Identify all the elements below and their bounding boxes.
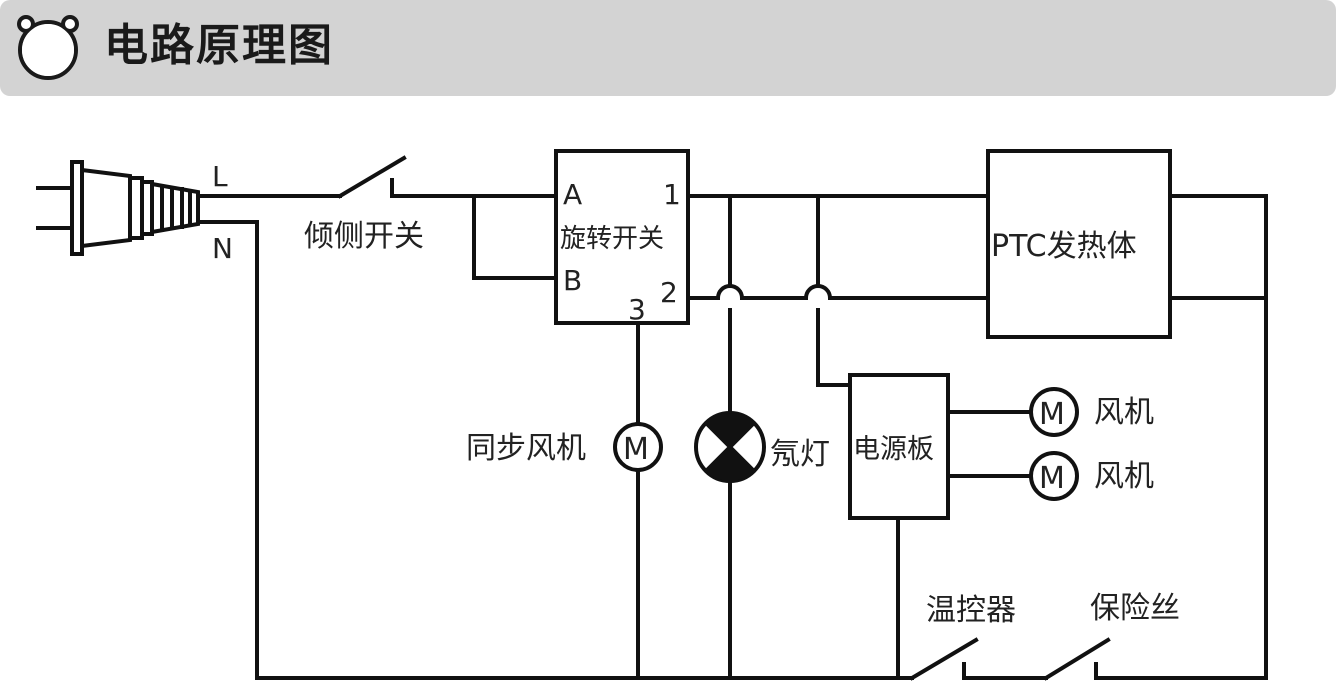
neon-lamp-label: 氖灯 [770,437,830,472]
fan-1-label: 风机 [1094,395,1154,430]
rotary-switch-box [554,149,690,325]
title-bar: 电路原理图 [0,0,1336,96]
sync-fan-motor-letter: M [623,432,649,467]
thermostat-label: 温控器 [926,593,1016,628]
fan-2-motor-letter: M [1039,461,1065,496]
live-terminal-label: L [212,160,228,193]
ptc-heater-label: PTC发热体 [991,229,1137,264]
power-plug-icon [36,160,200,256]
fan-1-motor-letter: M [1039,397,1065,432]
sync-fan-motor-icon [613,422,663,472]
sync-fan-label: 同步风机 [466,431,586,466]
rotary-port-a: A [563,178,582,211]
bear-head-icon [17,15,79,80]
tilt-switch-blade [337,155,407,199]
power-board-label: 电源板 [853,434,934,465]
rotary-port-2: 2 [660,276,678,309]
rotary-port-1: 1 [663,178,681,211]
fan-2-label: 风机 [1094,459,1154,494]
neon-lamp-icon [694,411,766,483]
rotary-switch-label: 旋转开关 [560,224,664,254]
fuse-label: 保险丝 [1090,591,1180,626]
fan-1-motor-icon [1029,387,1079,437]
rotary-port-b: B [563,264,582,297]
neutral-terminal-label: N [212,232,233,265]
fuse-switch-blade [1043,637,1111,681]
ptc-heater-box [986,149,1172,339]
page-title: 电路原理图 [104,20,334,71]
tilt-switch-label: 倾侧开关 [304,219,424,254]
thermostat-switch-blade [909,637,979,681]
fan-2-motor-icon [1029,451,1079,501]
rotary-port-3: 3 [628,293,646,326]
